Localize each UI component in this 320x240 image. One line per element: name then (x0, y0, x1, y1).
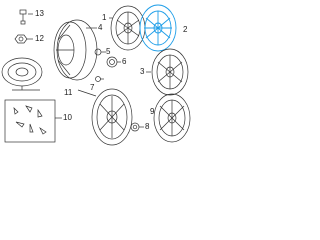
callout-1: 1 (102, 13, 107, 22)
wheel-3-part (146, 48, 189, 96)
wheel-9-part (153, 93, 191, 143)
callout-10: 10 (63, 113, 72, 122)
wheel-2-highlighted-part (139, 4, 177, 52)
wheel-assembly-diagram (1, 4, 191, 146)
callout-2: 2 (183, 25, 188, 34)
callout-13: 13 (35, 9, 44, 18)
valve-stem-part (19, 9, 33, 25)
nut-part (14, 34, 33, 44)
callout-5: 5 (106, 47, 111, 56)
small-washer-part (95, 76, 104, 82)
callout-4: 4 (98, 23, 103, 32)
callout-12: 12 (35, 34, 44, 43)
callout-11: 11 (64, 88, 73, 97)
spare-wheel-part (1, 57, 43, 91)
lug-bolt-part (94, 48, 106, 56)
center-cap-part (106, 56, 121, 68)
emblem-cap-part (130, 122, 144, 132)
wheel-7-part (77, 88, 133, 146)
callout-8: 8 (145, 122, 150, 131)
wheel-side-view-part (53, 19, 98, 81)
callout-9: 9 (150, 107, 155, 116)
callout-3: 3 (140, 67, 145, 76)
callout-7: 7 (90, 83, 95, 92)
callout-6: 6 (122, 57, 127, 66)
wheel-weights-box (4, 99, 62, 143)
